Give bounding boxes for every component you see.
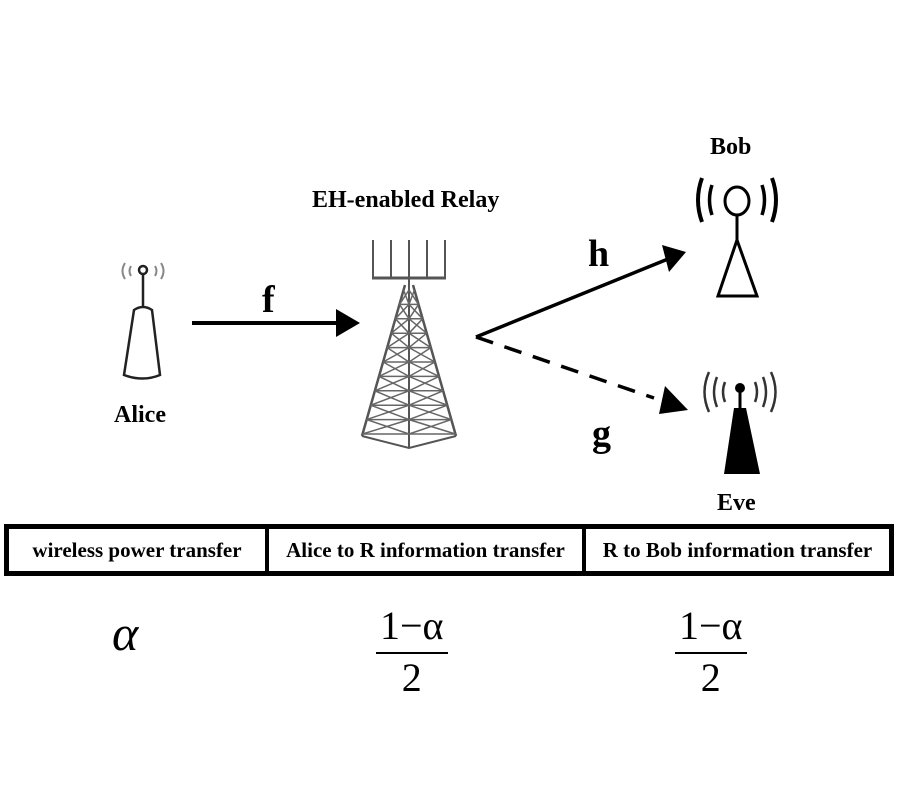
alice-antenna-icon <box>121 262 165 380</box>
tower-lattice-strut <box>408 318 428 334</box>
tower-lattice-strut <box>398 289 410 305</box>
duration-alpha: α <box>112 605 139 661</box>
relay-label: EH-enabled Relay <box>312 187 500 213</box>
eve-label: Eve <box>717 490 756 516</box>
tower-lattice-strut <box>408 390 448 406</box>
duration-fraction-relay-to-bob: 1−α 2 <box>673 606 749 698</box>
tower-lattice-strut <box>378 361 410 378</box>
bob-antenna-icon <box>696 177 778 298</box>
tower-lattice-strut <box>408 303 424 320</box>
tower-lattice-strut <box>386 346 410 363</box>
tower-lattice-strut <box>362 418 410 435</box>
tower-lattice-strut <box>408 418 456 435</box>
fraction-denominator: 2 <box>700 655 721 700</box>
time-frame-bar: wireless power transfer Alice to R infor… <box>4 524 894 576</box>
channel-f-arrow <box>192 309 360 337</box>
channel-h-arrow <box>475 245 686 339</box>
bob-label: Bob <box>710 134 752 160</box>
tower-lattice-strut <box>378 375 410 392</box>
tower-lattice-strut <box>374 375 410 392</box>
tower-lattice-strut <box>408 404 452 421</box>
channel-f-label: f <box>262 279 275 321</box>
tower-lattice-strut <box>408 318 424 334</box>
tower-lattice-strut <box>408 361 436 378</box>
fraction-numerator: 1−α <box>380 603 444 648</box>
tower-lattice-strut <box>408 375 440 392</box>
channel-h-label: h <box>588 233 610 275</box>
tower-lattice-strut <box>408 289 420 305</box>
fraction-bar <box>674 652 747 654</box>
channel-g-label: g <box>592 413 611 455</box>
segment-label: R to Bob information transfer <box>602 537 873 562</box>
tower-lattice-strut <box>408 303 420 320</box>
tower-lattice-strut <box>408 332 432 349</box>
tower-lattice-strut <box>390 318 410 334</box>
fraction-bar <box>375 652 448 654</box>
tower-lattice-strut <box>408 332 428 349</box>
tower-lattice-strut <box>398 303 410 320</box>
tower-lattice-strut <box>408 346 432 363</box>
tower-lattice-strut <box>390 332 410 349</box>
tower-lattice-strut <box>394 318 410 334</box>
fraction-denominator: 2 <box>401 655 422 700</box>
tower-lattice-strut <box>386 332 410 349</box>
relay-tower-icon <box>360 240 458 450</box>
tower-lattice-strut <box>370 390 410 406</box>
channel-g-arrow <box>475 335 688 414</box>
fraction-numerator: 1−α <box>679 603 743 648</box>
tower-lattice-strut <box>366 404 410 421</box>
network-diagram <box>121 177 778 474</box>
alice-label: Alice <box>114 402 166 428</box>
tower-lattice-strut <box>408 361 440 378</box>
tower-lattice-strut <box>394 303 410 320</box>
segment-label: Alice to R information transfer <box>286 537 565 562</box>
tower-lattice-strut <box>382 346 410 363</box>
segment-relay-to-bob: R to Bob information transfer <box>582 529 889 571</box>
tower-lattice-strut <box>402 289 410 305</box>
segment-wireless-power-transfer: wireless power transfer <box>9 529 265 571</box>
tower-lattice-strut <box>408 346 436 363</box>
duration-fraction-alice-to-relay: 1−α 2 <box>374 606 450 698</box>
segment-alice-to-relay: Alice to R information transfer <box>265 529 582 571</box>
tower-lattice-strut <box>408 375 444 392</box>
tower-lattice-strut <box>408 289 416 305</box>
eve-antenna-icon <box>703 371 777 474</box>
segment-label: wireless power transfer <box>32 537 242 562</box>
tower-lattice-strut <box>382 361 410 378</box>
